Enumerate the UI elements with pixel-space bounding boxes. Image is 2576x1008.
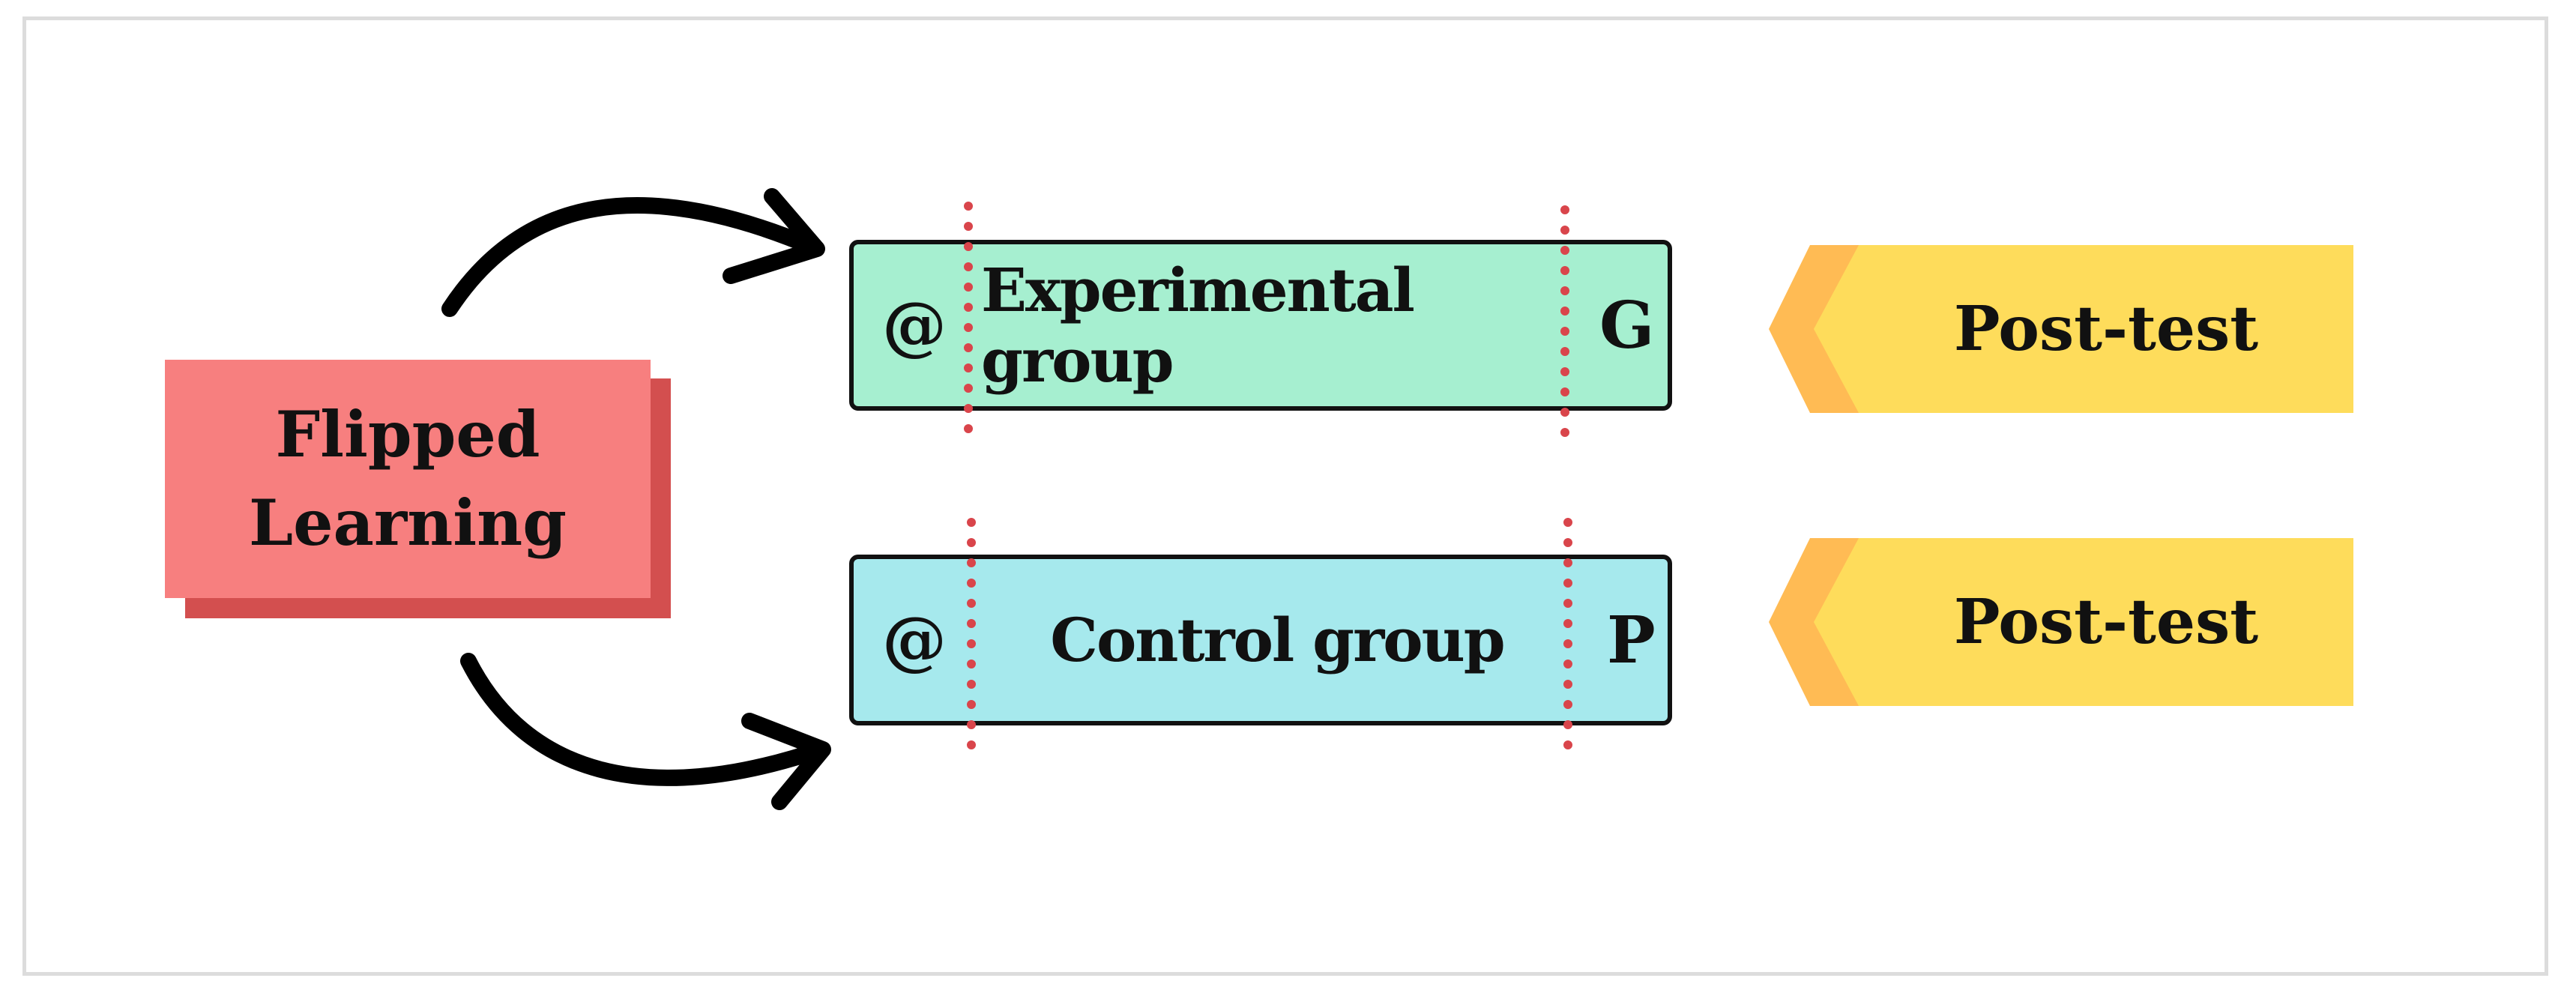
control-group-label: Control group xyxy=(1050,605,1505,675)
arrow-head-control xyxy=(741,713,831,810)
experimental-group-label: Experimental group xyxy=(981,255,1415,396)
arrow-to-experimental xyxy=(441,197,821,317)
experimental-left-symbol: @ xyxy=(882,287,947,363)
control-right-symbol: P xyxy=(1607,602,1656,678)
posttest-tag-experimental: Post-test xyxy=(1769,245,2353,413)
flipped-learning-box: Flipped Learning xyxy=(165,360,651,598)
posttest-label: Post-test xyxy=(1953,293,2259,365)
posttest-tag-shape xyxy=(1769,538,2353,706)
experimental-right-symbol: G xyxy=(1599,287,1655,363)
control-group-box: @ Control group P xyxy=(849,555,1672,725)
posttest-tag-control: Post-test xyxy=(1769,538,2353,706)
experimental-group-box: @ Experimental group G xyxy=(849,240,1672,411)
arrow-to-control xyxy=(460,653,829,786)
control-left-symbol: @ xyxy=(882,602,947,678)
posttest-label: Post-test xyxy=(1953,586,2259,658)
source-label-line2: Learning xyxy=(249,486,567,560)
posttest-tag-shape xyxy=(1769,245,2353,413)
source-label-line1: Flipped xyxy=(275,397,540,471)
arrow-head-experimental xyxy=(723,188,825,284)
